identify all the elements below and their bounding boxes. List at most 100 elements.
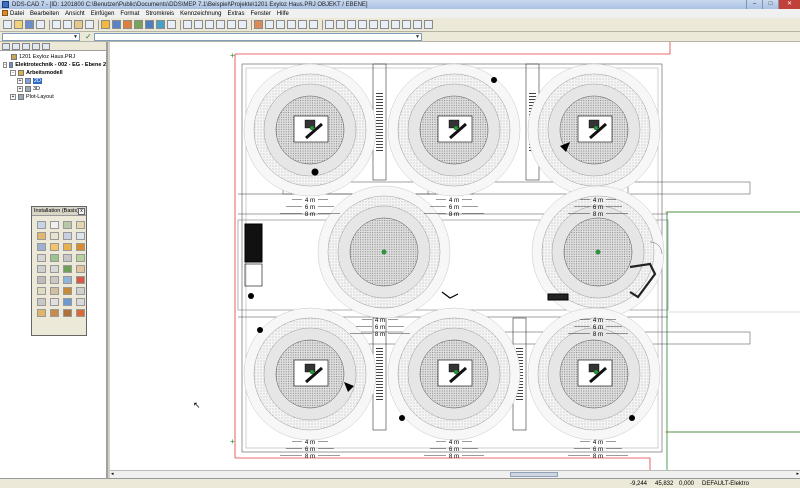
grid-icon[interactable] [145, 20, 154, 29]
chevron-down-icon[interactable]: ▼ [73, 34, 78, 40]
calc-icon[interactable] [380, 20, 389, 29]
tab-settings-icon[interactable] [42, 42, 50, 50]
tree-expander-icon[interactable]: + [10, 94, 16, 100]
export-icon[interactable] [413, 20, 422, 29]
symbol-icon[interactable] [63, 265, 72, 273]
tree-item[interactable]: +3D [3, 85, 106, 93]
symbol-icon[interactable] [37, 276, 46, 284]
menu-einfuegen[interactable]: Einfügen [90, 10, 115, 17]
symbol-icon[interactable] [50, 298, 59, 306]
symbol-icon[interactable] [76, 298, 85, 306]
layer-icon[interactable] [112, 20, 121, 29]
symbol-icon[interactable] [37, 221, 46, 229]
symbol-icon[interactable] [63, 254, 72, 262]
tree-expander-icon[interactable]: + [17, 78, 23, 84]
wall-icon[interactable] [276, 20, 285, 29]
scroll-right-icon[interactable]: ▸ [796, 471, 799, 477]
redraw-icon[interactable] [167, 20, 176, 29]
menu-bearbeiten[interactable]: Bearbeiten [30, 10, 60, 17]
open-folder-icon[interactable] [14, 20, 23, 29]
scrollbar-thumb[interactable] [510, 472, 558, 477]
symbol-icon[interactable] [37, 232, 46, 240]
zoom-window-icon[interactable] [205, 20, 214, 29]
save-icon[interactable] [25, 20, 34, 29]
symbol-icon[interactable] [63, 232, 72, 240]
door-icon[interactable] [287, 20, 296, 29]
tab-project-icon[interactable] [2, 42, 10, 50]
symbol-icon[interactable] [50, 265, 59, 273]
symbol-icon[interactable] [76, 309, 85, 317]
tree-item[interactable]: 1201 Exyloz Haus.PRJ [3, 53, 106, 61]
symbol-icon[interactable] [50, 243, 59, 251]
new-file-icon[interactable] [3, 20, 12, 29]
document-icon[interactable] [2, 10, 8, 16]
zoom-extents-icon[interactable] [216, 20, 225, 29]
symbol-icon[interactable] [63, 298, 72, 306]
window-icon[interactable] [298, 20, 307, 29]
symbol-icon[interactable] [76, 221, 85, 229]
symbol-icon[interactable] [63, 287, 72, 295]
symbol-icon[interactable] [50, 309, 59, 317]
ortho-icon[interactable] [156, 20, 165, 29]
object-combo[interactable]: ▼ [94, 33, 422, 41]
floor-plan-drawing[interactable]: ++4 m6 m8 m4 m6 m8 m4 m6 m8 m4 m6 m8 m4 … [110, 42, 800, 470]
close-icon[interactable]: x [78, 208, 85, 215]
tab-symbols-icon[interactable] [32, 42, 40, 50]
cable-icon[interactable] [336, 20, 345, 29]
house-icon[interactable] [254, 20, 263, 29]
paste-icon[interactable] [74, 20, 83, 29]
tab-objects-icon[interactable] [22, 42, 30, 50]
symbol-icon[interactable] [325, 20, 334, 29]
symbol-icon[interactable] [37, 298, 46, 306]
list-icon[interactable] [369, 20, 378, 29]
symbol-icon[interactable] [50, 232, 59, 240]
tree-item[interactable]: +2D [3, 77, 106, 85]
menu-hilfe[interactable]: Hilfe [276, 10, 289, 17]
menu-kennzeichnung[interactable]: Kennzeichnung [180, 10, 222, 17]
tree-expander-icon[interactable]: - [3, 62, 8, 68]
symbol-icon[interactable] [76, 243, 85, 251]
label-icon[interactable] [358, 20, 367, 29]
symbol-icon[interactable] [76, 276, 85, 284]
menu-datei[interactable]: Datei [10, 10, 25, 17]
measure-icon[interactable] [238, 20, 247, 29]
snap-icon[interactable] [134, 20, 143, 29]
report-icon[interactable] [402, 20, 411, 29]
minimize-button[interactable]: – [746, 0, 762, 9]
tree-item[interactable]: -Arbeitsmodell [3, 69, 106, 77]
tree-item[interactable]: -Elektrotechnik - 002 - EG - Ebene 2 [3, 61, 106, 69]
undo-icon[interactable] [85, 20, 94, 29]
close-button[interactable]: ✕ [778, 0, 800, 9]
zoom-out-icon[interactable] [194, 20, 203, 29]
print-icon[interactable] [36, 20, 45, 29]
stairs-icon[interactable] [309, 20, 318, 29]
tree-item[interactable]: +Plot-Layout [3, 93, 106, 101]
symbol-icon[interactable] [37, 309, 46, 317]
horizontal-scrollbar[interactable]: ◂ ▸ [110, 470, 800, 478]
circuit-icon[interactable] [347, 20, 356, 29]
symbol-icon[interactable] [50, 254, 59, 262]
copy-icon[interactable] [63, 20, 72, 29]
symbol-icon[interactable] [37, 243, 46, 251]
maximize-button[interactable]: □ [762, 0, 778, 9]
layer-combo[interactable]: ▼ [2, 33, 80, 41]
cut-icon[interactable] [52, 20, 61, 29]
menu-format[interactable]: Format [120, 10, 140, 17]
scroll-left-icon[interactable]: ◂ [111, 471, 114, 477]
tree-expander-icon[interactable]: - [10, 70, 16, 76]
symbol-icon[interactable] [76, 265, 85, 273]
tree-expander-icon[interactable]: + [17, 86, 23, 92]
symbol-icon[interactable] [76, 254, 85, 262]
symbol-icon[interactable] [50, 287, 59, 295]
symbol-icon[interactable] [37, 254, 46, 262]
symbol-icon[interactable] [63, 276, 72, 284]
palette-title-bar[interactable]: Installation (Basis) x [32, 207, 86, 216]
chevron-down-icon[interactable]: ▼ [415, 34, 420, 40]
pan-icon[interactable] [227, 20, 236, 29]
zoom-in-icon[interactable] [183, 20, 192, 29]
symbol-icon[interactable] [50, 221, 59, 229]
select-icon[interactable] [101, 20, 110, 29]
menu-stromkreis[interactable]: Stromkreis [145, 10, 175, 17]
symbol-icon[interactable] [76, 232, 85, 240]
